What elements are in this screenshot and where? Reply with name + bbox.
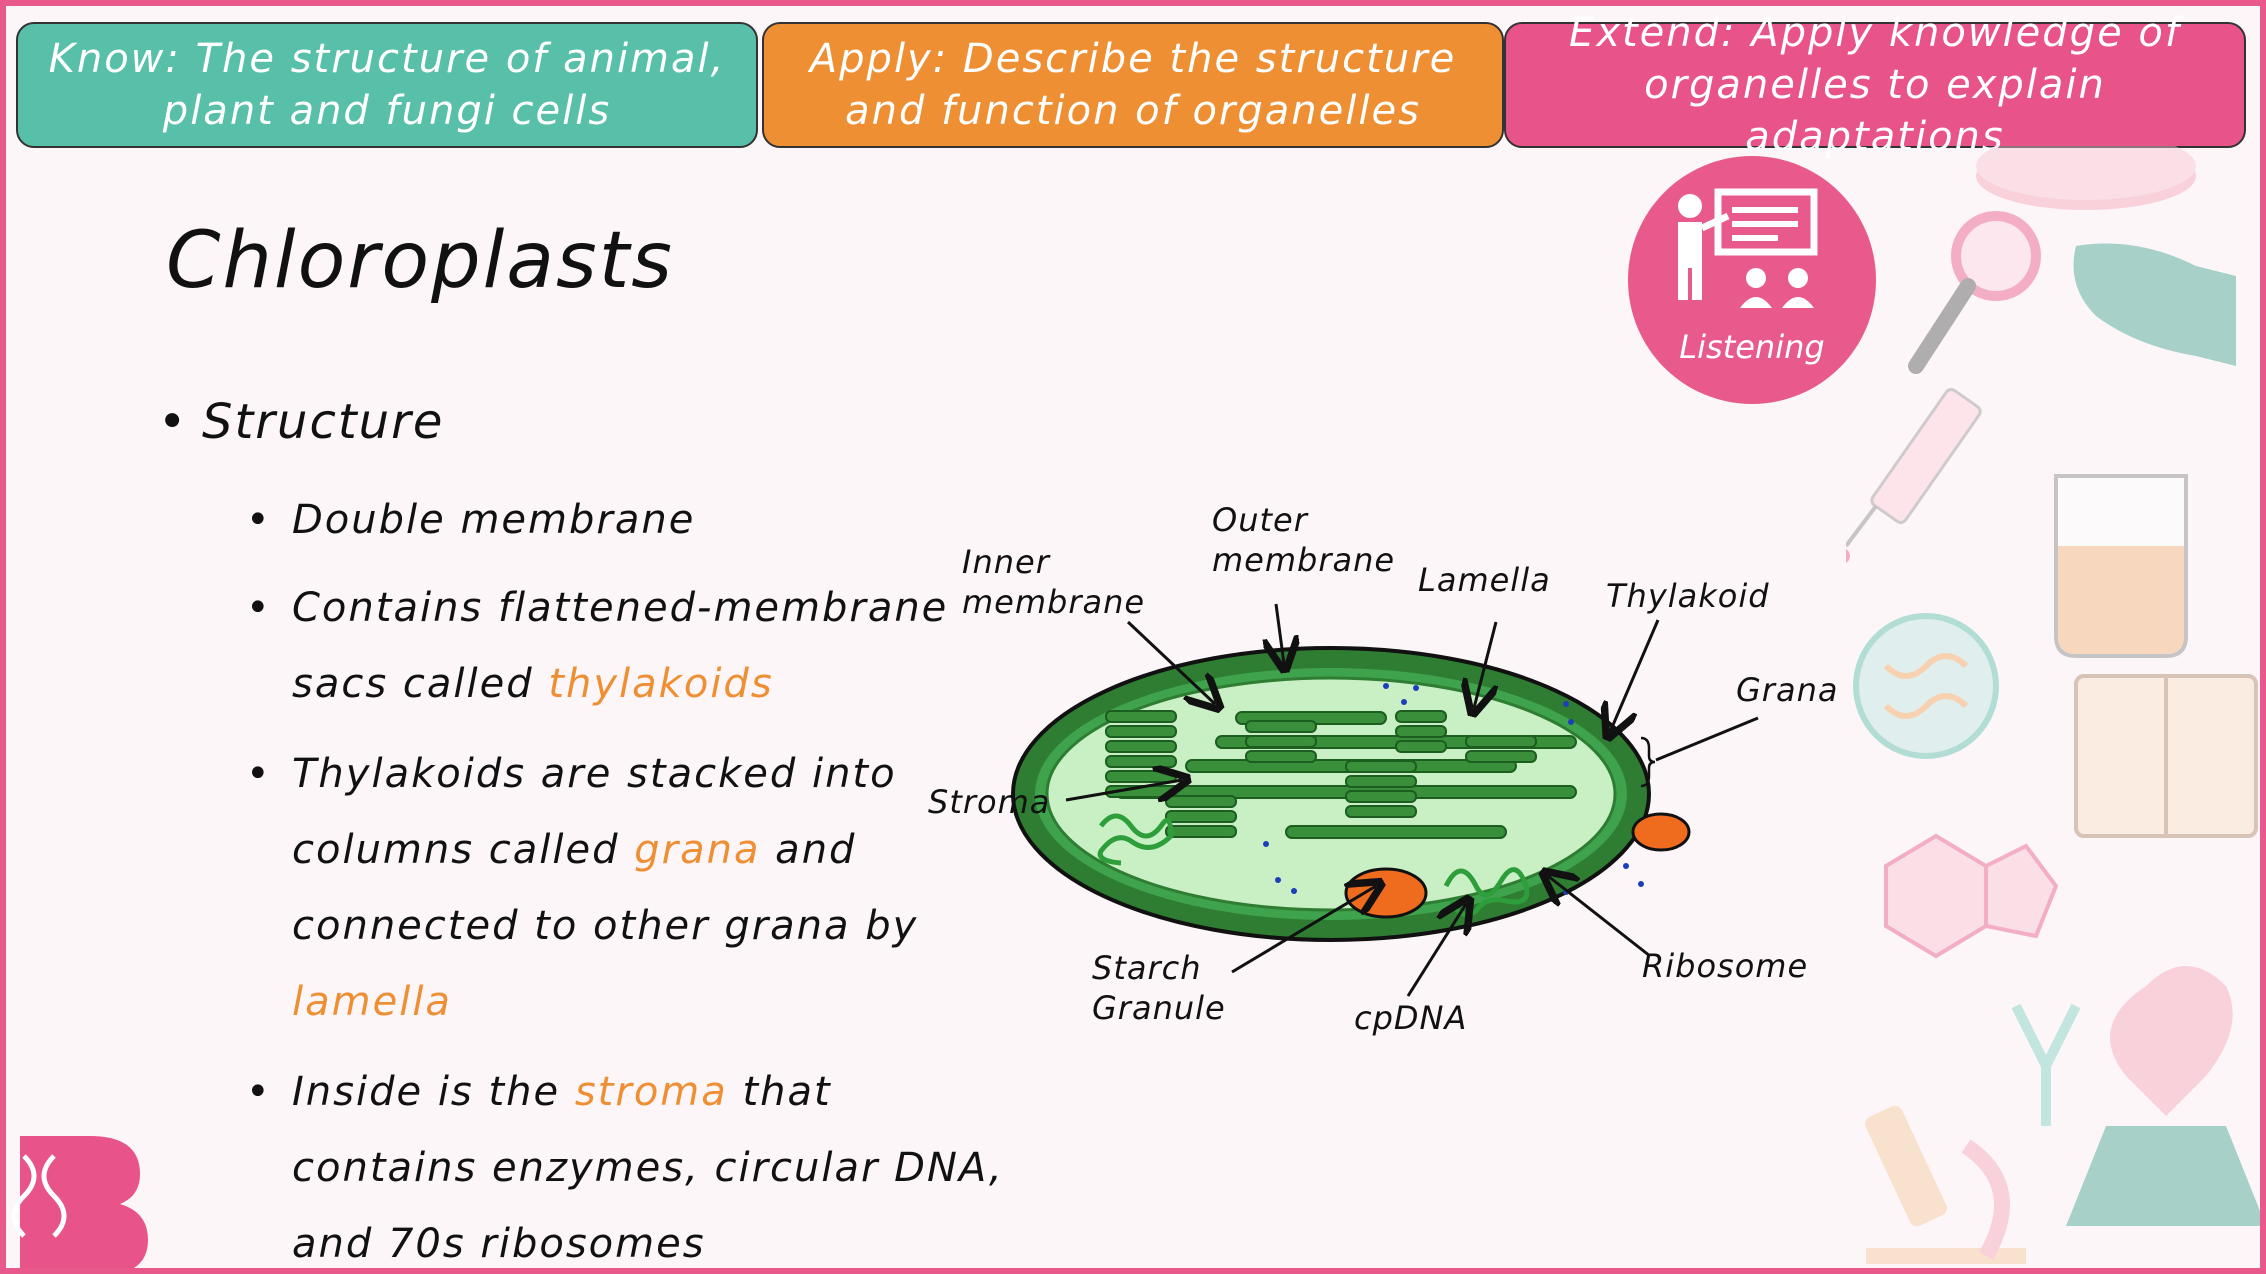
petri-dish-icon xyxy=(1976,146,2196,210)
microscope-icon xyxy=(1865,1105,2026,1264)
bullet-double-membrane: •Double membrane xyxy=(246,497,696,543)
bullet-grana: •Thylakoids are stacked into columns cal… xyxy=(246,751,919,1025)
syringe-icon xyxy=(1846,388,1982,563)
structure-heading: •Structure xyxy=(158,394,445,450)
label-stroma: Stroma xyxy=(928,783,1051,821)
cell-icon xyxy=(1853,613,1999,759)
science-decorations xyxy=(1846,146,2260,1264)
listening-badge: Listening xyxy=(1628,156,1876,404)
label-grana: Grana xyxy=(1736,671,1839,709)
teacher-presentation-icon xyxy=(1678,188,1818,308)
beaker-icon xyxy=(2054,474,2188,658)
label-starch-granule: Starch Granule xyxy=(1092,949,1226,1027)
bullet-stroma: •Inside is the stroma that contains enzy… xyxy=(246,1069,1004,1267)
listening-label: Listening xyxy=(1679,328,1825,366)
flask-icon xyxy=(2066,1126,2260,1226)
bullet-thylakoids: •Contains flattened-membrane sacs called… xyxy=(246,585,949,707)
label-ribosome: Ribosome xyxy=(1642,947,1809,985)
notebook-icon xyxy=(2074,674,2258,838)
label-thylakoid: Thylakoid xyxy=(1606,577,1770,615)
objective-apply: Apply: Describe the structure and functi… xyxy=(762,22,1504,148)
heart-icon xyxy=(2110,966,2233,1116)
objective-extend: Extend: Apply knowledge of organelles to… xyxy=(1504,10,2246,160)
objective-know: Know: The structure of animal, plant and… xyxy=(16,22,758,148)
label-outer-membrane: Outer membrane xyxy=(1212,501,1396,579)
label-cpdna: cpDNA xyxy=(1354,999,1468,1037)
magnifying-glass-icon xyxy=(1908,211,2041,374)
school-logo-icon xyxy=(11,1136,148,1268)
antibody-icon xyxy=(2011,1003,2081,1126)
gloved-hand-icon xyxy=(2073,243,2236,366)
chloroplast-diagram xyxy=(1011,603,1759,997)
page-title: Chloroplasts xyxy=(166,216,674,306)
molecule-icon xyxy=(1884,833,2059,959)
label-lamella: Lamella xyxy=(1418,561,1551,599)
label-inner-membrane: Inner membrane xyxy=(962,543,1146,621)
